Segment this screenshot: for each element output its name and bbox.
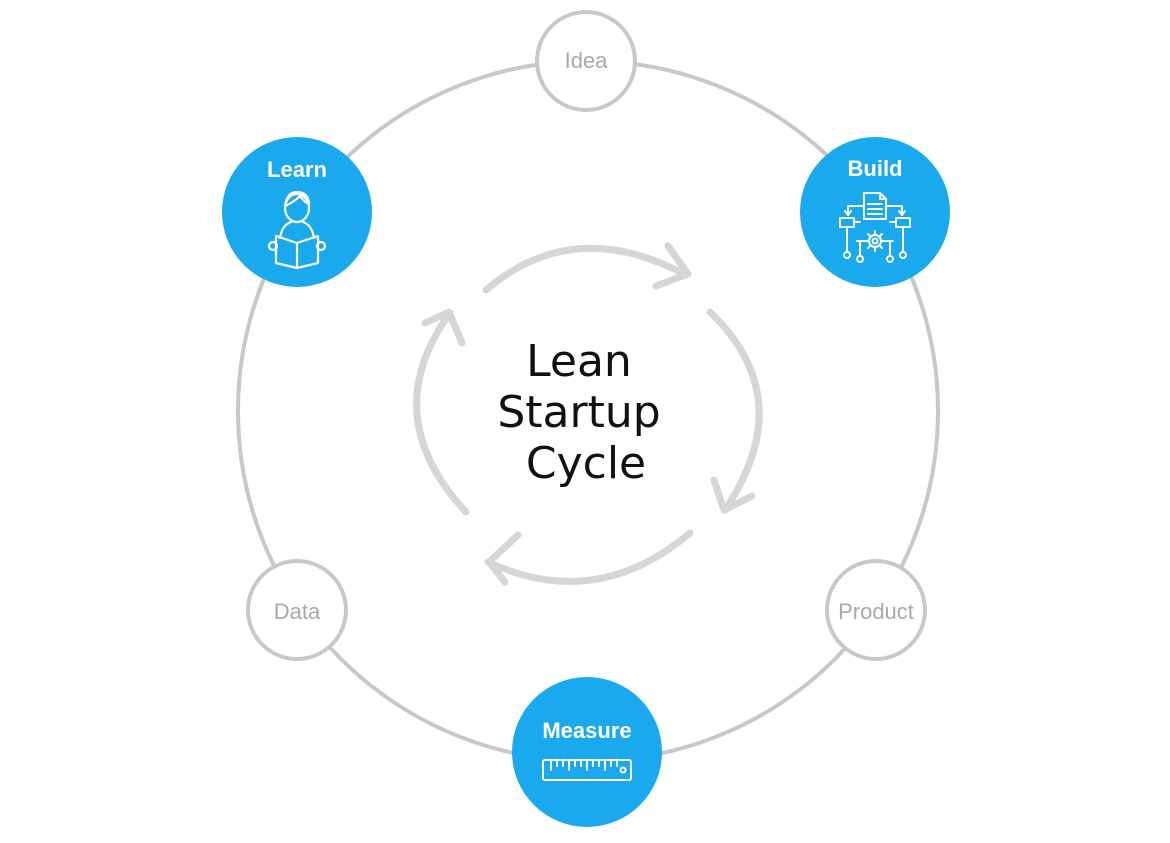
center-title: Lean Startup Cycle: [497, 336, 674, 489]
node-build: Build: [800, 137, 950, 287]
node-product-circle: [825, 559, 927, 661]
node-learn: Learn: [222, 137, 372, 287]
cycle-arrow-bottom: [484, 529, 694, 585]
cycle-arrow-left: [413, 309, 470, 516]
center-title-line-1: Lean: [526, 336, 632, 387]
node-idea: Idea: [535, 10, 637, 112]
node-build-label: Build: [848, 156, 903, 181]
node-data-circle: [246, 559, 348, 661]
person-reading-icon: [267, 190, 327, 270]
cycle-arrow-top: [482, 244, 690, 294]
node-idea-circle: [535, 10, 637, 112]
cycle-arrow-left-head: [421, 308, 466, 347]
node-idea-label: Idea: [565, 48, 609, 73]
cycle-arrows: [413, 242, 763, 586]
center-title-line-3: Cycle: [526, 438, 646, 489]
center-title-line-2: Startup: [497, 387, 660, 438]
flowchart-gear-icon: [839, 192, 911, 263]
node-product: Product: [825, 559, 927, 661]
cycle-arrow-top-head: [652, 242, 692, 290]
cycle-arrow-bottom-head: [485, 531, 522, 586]
cycle-arrow-right-head: [710, 476, 756, 514]
node-product-label: Product: [838, 599, 914, 624]
node-measure: Measure: [512, 677, 662, 827]
cycle-arrow-right: [706, 308, 763, 514]
node-measure-label: Measure: [542, 718, 631, 743]
node-learn-label: Learn: [267, 157, 327, 182]
ruler-icon: [542, 759, 632, 781]
node-learn-circle: [222, 137, 372, 287]
node-build-circle: [800, 137, 950, 287]
node-data-label: Data: [274, 599, 321, 624]
node-data: Data: [246, 559, 348, 661]
node-measure-circle: [512, 677, 662, 827]
